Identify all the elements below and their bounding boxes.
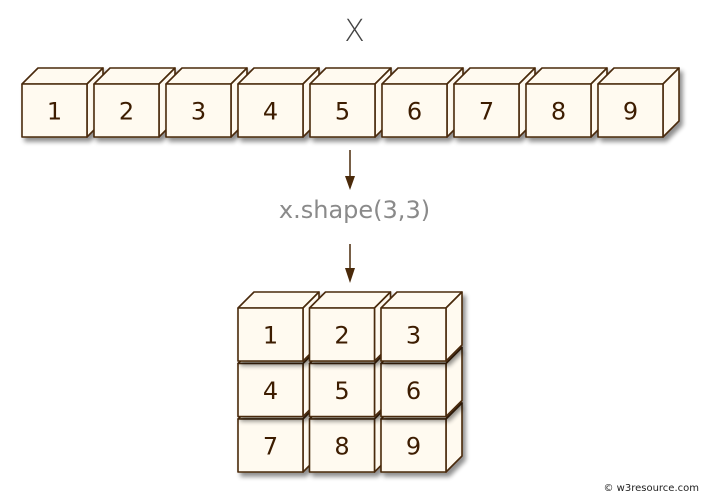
cube-value: 5 <box>335 98 350 126</box>
cube-value: 9 <box>623 98 638 126</box>
cube-value: 7 <box>479 98 494 126</box>
cube-value: 3 <box>406 322 421 350</box>
cube-value: 4 <box>263 98 278 126</box>
diagram-title: X <box>344 14 365 49</box>
input-cube: 4 <box>237 67 320 138</box>
input-cube: 5 <box>309 67 392 138</box>
cube-value: 8 <box>551 98 566 126</box>
input-cube: 9 <box>597 67 680 138</box>
down-arrow-icon <box>345 150 355 190</box>
cube-value: 2 <box>334 322 349 350</box>
output-cube: 1 <box>237 291 320 362</box>
cube-value: 3 <box>191 98 206 126</box>
input-cube: 7 <box>453 67 536 138</box>
input-cube: 1 <box>21 67 104 138</box>
cube-value: 1 <box>263 322 278 350</box>
output-cube: 3 <box>380 291 463 362</box>
output-cube: 2 <box>308 291 392 362</box>
copyright-credit: © w3resource.com <box>603 483 699 494</box>
input-cube: 8 <box>525 67 608 138</box>
cube-value: 6 <box>406 377 421 405</box>
cube-value: 1 <box>47 98 62 126</box>
cube-value: 8 <box>334 433 349 461</box>
input-cube: 3 <box>165 67 248 138</box>
cube-value: 4 <box>263 377 278 405</box>
input-cube: 6 <box>381 67 464 138</box>
cube-value: 2 <box>119 98 134 126</box>
input-array-row: 1 2 3 4 5 6 7 8 9 <box>21 67 680 138</box>
cube-value: 6 <box>407 98 422 126</box>
operation-label: x.shape(3,3) <box>278 196 431 224</box>
down-arrow-icon <box>345 244 355 283</box>
output-matrix-grid: 7 8 9 4 5 6 1 2 3 <box>237 291 463 473</box>
input-cube: 2 <box>93 67 176 138</box>
cube-value: 9 <box>406 433 421 461</box>
cube-value: 7 <box>263 433 278 461</box>
cube-value: 5 <box>334 377 349 405</box>
